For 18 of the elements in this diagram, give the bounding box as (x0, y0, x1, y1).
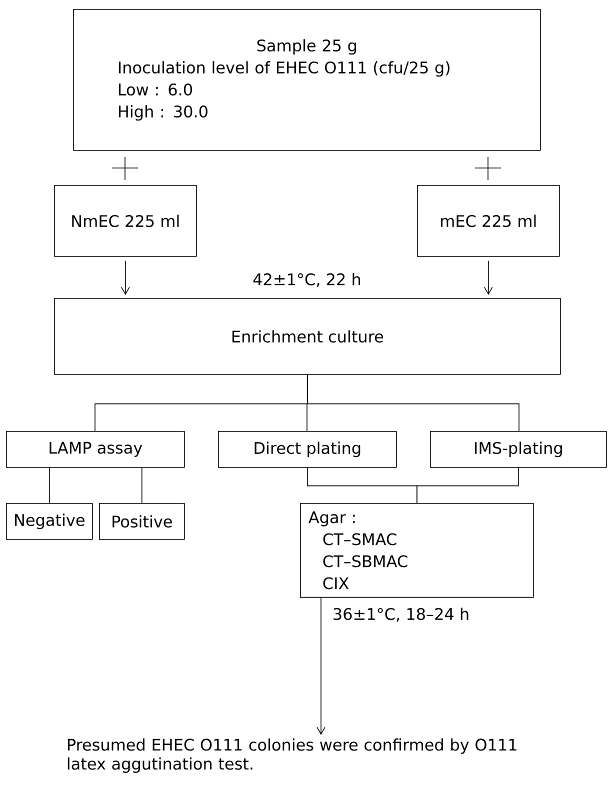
result-box: Negative (6, 503, 93, 540)
arrow (316, 597, 326, 735)
process-box: IMS-plating (430, 431, 607, 468)
connector-line (416, 467, 519, 504)
sample-box: Sample 25 g Inoculation level of EHEC O111 (cfu/25 g) Low : 6.0 High : 30.0 (73, 9, 541, 151)
process-box: LAMP assay (6, 431, 185, 468)
process-box: NmEC 225 ml (54, 185, 197, 257)
connector-line (49, 467, 50, 504)
arrow (484, 260, 493, 295)
process-box: Direct plating (218, 431, 397, 468)
note-text: Presumed EHEC O111 colonies were confirmed by O111 latex aggutination test. (68, 738, 516, 773)
result-box: Positive (99, 503, 185, 540)
process-box: mEC 225 ml (417, 185, 560, 257)
arrow (121, 260, 130, 295)
connector-line (307, 374, 520, 432)
agar-box: Agar : CT–SMAC CT–SBMAC CIX (300, 503, 534, 598)
process-box: Enrichment culture (54, 298, 561, 375)
edge-label: 36±1°C, 18–24 h (331, 606, 471, 623)
